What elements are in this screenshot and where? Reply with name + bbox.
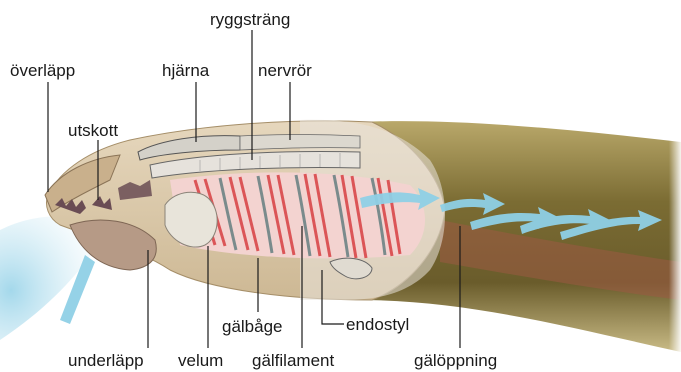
label-velum: velum — [178, 351, 223, 370]
label-underlapp: underläpp — [68, 351, 144, 370]
label-hjarna: hjärna — [162, 61, 210, 80]
label-nervror: nervrör — [258, 61, 312, 80]
label-overlapp: överläpp — [10, 61, 75, 80]
label-galoppning: gälöppning — [414, 351, 497, 370]
nerve-cord — [240, 135, 360, 151]
label-galfilament: gälfilament — [252, 351, 334, 370]
label-endostyl: endostyl — [346, 315, 409, 334]
label-ryggstrang: ryggsträng — [210, 10, 290, 29]
label-galbage: gälbåge — [222, 317, 283, 336]
label-utskott: utskott — [68, 121, 118, 140]
